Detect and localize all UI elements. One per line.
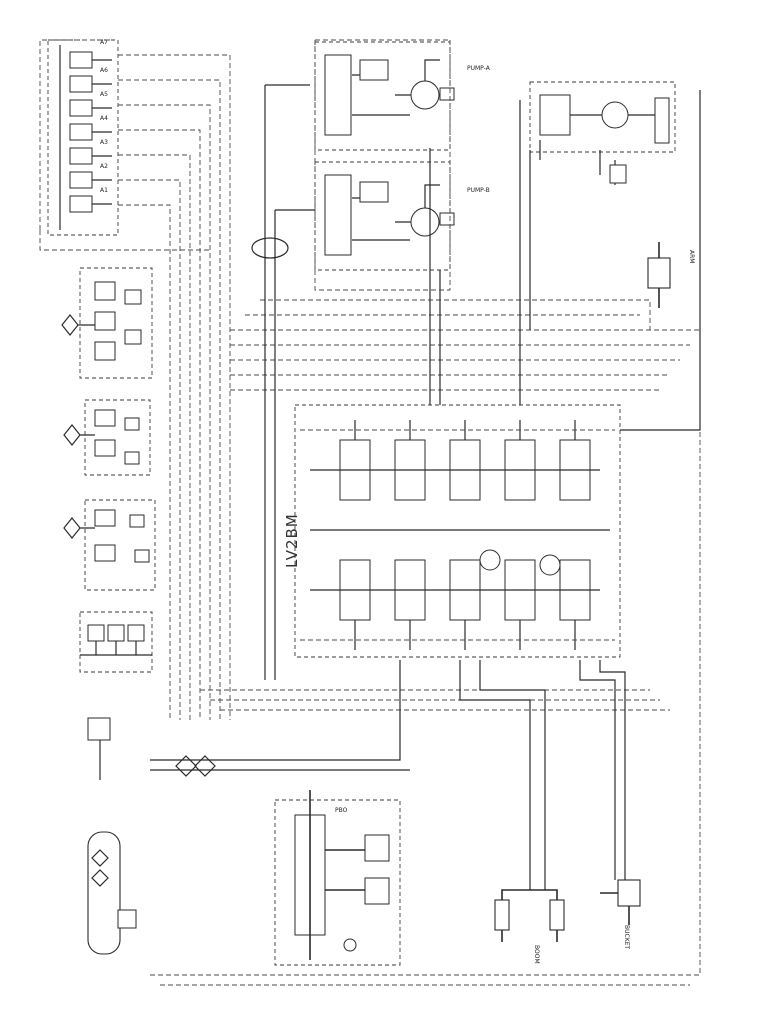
port-a7-label: A7 — [100, 39, 108, 46]
pilot-module-1 — [61, 267, 153, 379]
pump-group-b: PUMP-B — [314, 161, 490, 271]
pilot-module-2 — [63, 399, 151, 476]
main-pump-unit: PBO — [274, 790, 401, 966]
port-a2-label: A2 — [100, 163, 108, 170]
pbo-label: PBO — [335, 807, 348, 814]
boom-label: BOOM — [533, 945, 540, 964]
return-lines — [39, 39, 701, 986]
pump-group-a: PUMP-A — [314, 41, 491, 151]
bucket-cylinder: BUCKET — [600, 879, 641, 949]
port-a5-label: A5 — [100, 91, 108, 98]
pilot-lines — [118, 54, 700, 720]
pump-a-label: PUMP-A — [467, 65, 491, 72]
arm-label: ARM — [688, 250, 695, 263]
port-a4-label: A4 — [100, 115, 108, 122]
pilot-filter-group — [87, 717, 216, 777]
port-a3-label: A3 — [100, 139, 108, 146]
boom-cylinders: BOOM — [494, 889, 565, 964]
main-control-valve: LV2BM — [283, 404, 621, 658]
main-valve-label: LV2BM — [283, 513, 301, 568]
pilot-module-4 — [79, 611, 153, 673]
pump-b-label: PUMP-B — [467, 187, 490, 194]
pilot-module-3 — [63, 499, 156, 591]
bucket-label: BUCKET — [623, 925, 630, 949]
left-pilot-valve-stack: A7 A6 A5 A4 A3 A2 A1 — [47, 39, 119, 236]
port-a6-label: A6 — [100, 67, 108, 74]
swing-motor-block — [529, 81, 676, 185]
pressure-lines — [99, 84, 701, 890]
arm-cylinder: ARM — [647, 242, 695, 308]
hydraulic-tank — [87, 831, 137, 955]
port-a1-label: A1 — [100, 187, 108, 194]
